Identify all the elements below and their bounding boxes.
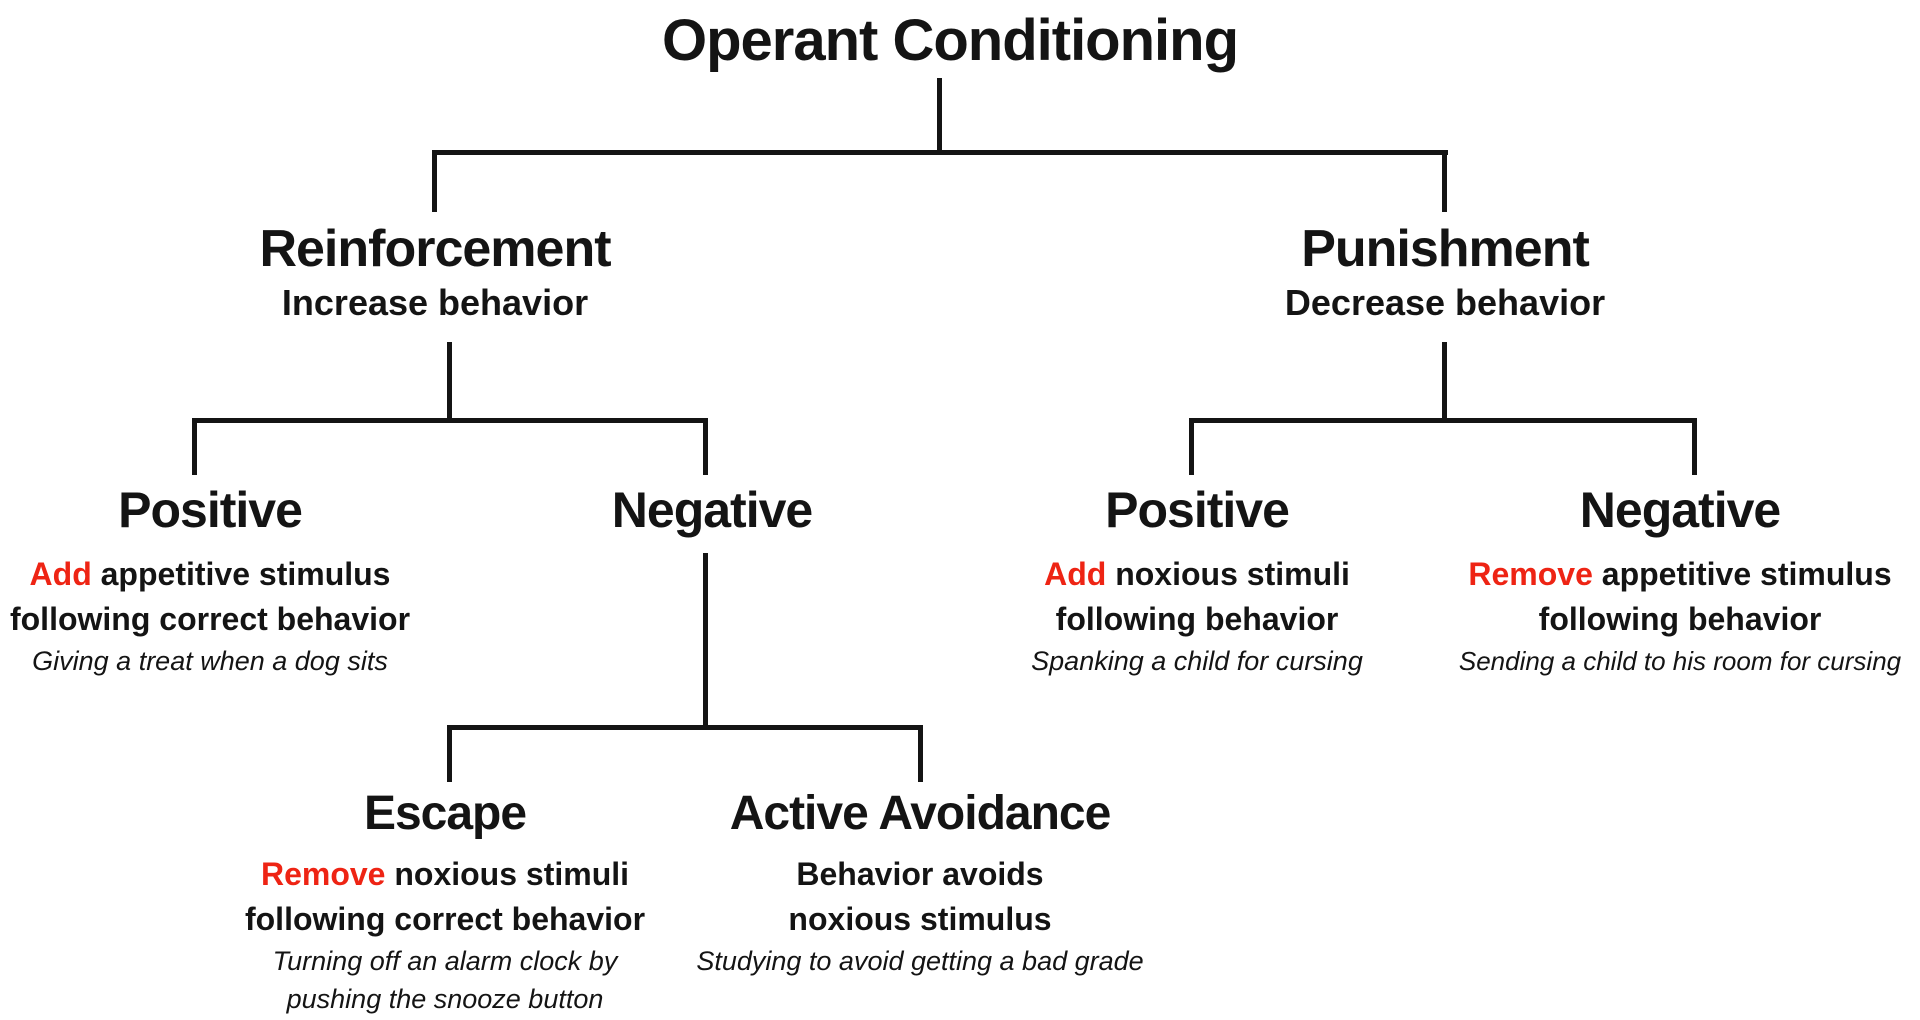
punishment-negative-drop-line [1692,418,1697,475]
punishment-positive-desc-line1: Add noxious stimuli [1044,556,1350,592]
node-escape: Escape Remove noxious stimuli following … [245,786,645,1018]
reinforcement-positive-keyword: Add [29,556,92,592]
punishment-subtitle: Decrease behavior [1284,282,1606,323]
level1-right-drop-line [1442,150,1447,212]
punishment-title: Punishment [1301,220,1590,278]
punishment-negative-example: Sending a child to his room for cursing [1458,646,1902,676]
escape-example-line2: pushing the snooze button [286,984,604,1014]
active-avoidance-desc-line1: Behavior avoids [796,856,1044,892]
node-punishment-positive: Positive Add noxious stimuli following b… [1031,481,1363,680]
escape-desc-line1: Remove noxious stimuli [260,856,630,892]
reinforcement-positive-desc-line2: following correct behavior [9,601,411,637]
reinforcement-positive-drop-line [192,418,197,475]
level1-left-drop-line [432,150,437,212]
node-reinforcement-positive: Positive Add appetitive stimulus followi… [10,481,410,680]
punishment-positive-title: Positive [1105,482,1290,538]
reinforcement-positive-title: Positive [118,482,303,538]
punishment-connector-line [1442,342,1447,418]
punishment-negative-desc-line1: Remove appetitive stimulus [1468,556,1892,592]
root-title: Operant Conditioning [661,8,1239,73]
active-avoidance-desc-line2: noxious stimulus [788,901,1052,937]
root-trunk-line [937,78,942,150]
punishment-positive-drop-line [1189,418,1194,475]
reinforcement-subtitle: Increase behavior [281,282,589,323]
escape-keyword: Remove [260,856,386,892]
punishment-bracket-line [1189,418,1697,423]
reinforcement-negative-title: Negative [611,482,813,538]
reinforcement-title: Reinforcement [259,220,611,278]
escape-title: Escape [363,787,527,840]
active-avoidance-title: Active Avoidance [729,787,1112,840]
active-avoidance-drop-line [918,725,923,782]
reinforcement-positive-example: Giving a treat when a dog sits [32,646,388,676]
active-avoidance-example: Studying to avoid getting a bad grade [696,946,1144,976]
reinforcement-bracket-line [192,418,708,423]
node-active-avoidance: Active Avoidance Behavior avoids noxious… [696,786,1143,980]
punishment-negative-title: Negative [1579,482,1781,538]
escape-example-line1: Turning off an alarm clock by [272,946,618,976]
node-reinforcement: Reinforcement Increase behavior [259,218,611,326]
negative-reinforcement-connector-line [703,553,708,725]
escape-desc-line2: following correct behavior [244,901,646,937]
punishment-positive-keyword: Add [1044,556,1107,592]
reinforcement-positive-desc-line1: Add appetitive stimulus [29,556,391,592]
punishment-negative-desc-line2: following behavior [1538,601,1822,637]
node-punishment-negative: Negative Remove appetitive stimulus foll… [1459,481,1901,680]
negative-reinforcement-bracket-line [447,725,923,730]
node-punishment: Punishment Decrease behavior [1285,218,1605,326]
level1-bracket-line [432,150,1448,155]
node-reinforcement-negative: Negative [611,481,813,539]
reinforcement-negative-drop-line [703,418,708,475]
punishment-positive-example: Spanking a child for cursing [1031,646,1363,676]
escape-drop-line [447,725,452,782]
reinforcement-connector-line [447,342,452,418]
punishment-negative-keyword: Remove [1468,556,1593,592]
punishment-positive-desc-line2: following behavior [1055,601,1339,637]
